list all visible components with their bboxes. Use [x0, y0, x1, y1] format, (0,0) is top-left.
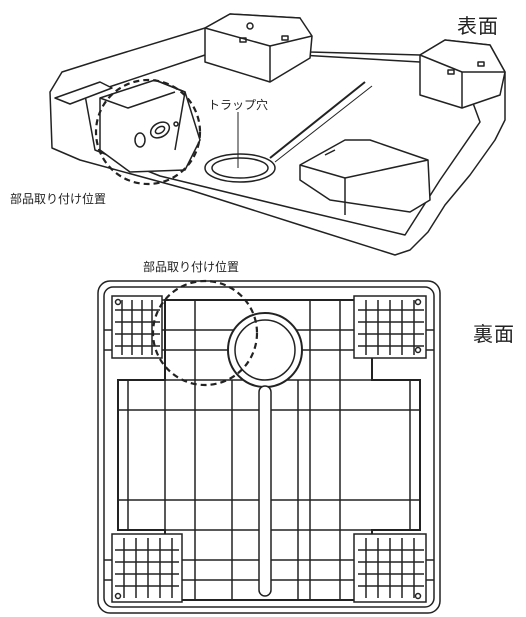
corner-grid-br: [353, 533, 427, 603]
corner-grid-tr: [353, 295, 427, 359]
corner-grid-bl: [111, 533, 183, 603]
pan-bottom-view: [97, 279, 441, 614]
mount-highlight-top: [94, 78, 202, 186]
trap-ring: [227, 312, 303, 388]
mount-position-label-bottom: 部品取り付け位置: [143, 260, 240, 274]
mount-highlight-bottom: [151, 279, 259, 387]
pan-top-view: [49, 13, 506, 256]
mount-position-label-top: 部品取り付け位置: [10, 192, 107, 206]
bottom-face-label: 裏面: [473, 322, 515, 346]
trap-hole-label: トラップ穴: [208, 98, 269, 112]
corner-grid-tl: [111, 295, 163, 359]
drain-tube: [258, 385, 272, 597]
top-face-label: 表面: [457, 14, 499, 38]
trap-hole: [204, 153, 276, 183]
